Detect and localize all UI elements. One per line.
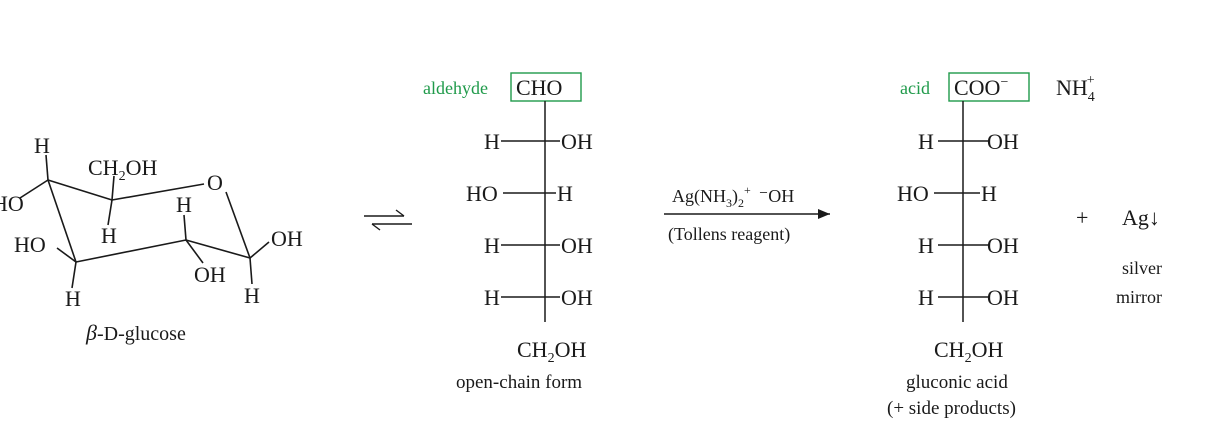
open-row3-right: OH — [561, 233, 593, 258]
aldehyde-label: aldehyde — [423, 78, 488, 98]
gluconic-row3-left: H — [918, 233, 934, 258]
open-ch2oh: CH2OH — [517, 337, 586, 366]
open-row2-right: H — [557, 181, 573, 206]
coo-group: COO− — [954, 75, 1008, 100]
atom-h-c4: H — [101, 223, 117, 248]
acid-label: acid — [900, 78, 930, 98]
open-chain: aldehyde CHO H OH HO H H OH H OH CH2OH o… — [423, 72, 593, 393]
aldehyde-box — [510, 72, 582, 102]
atom-h-c1: H — [244, 283, 260, 308]
gluconic-row4-right: OH — [987, 285, 1019, 310]
gluconic-row3-right: OH — [987, 233, 1019, 258]
gluconic-ch2oh: CH2OH — [934, 337, 1003, 366]
reagent-formula: Ag(NH3)2+⁻OH — [672, 183, 794, 210]
atom-ring-oxygen: O — [207, 170, 223, 195]
bond-oh-c2 — [185, 239, 204, 264]
reaction-arrowhead — [818, 209, 830, 219]
bond-oh-c1 — [249, 241, 270, 259]
ring-bond — [225, 191, 251, 259]
gluconic-row2-left: HO — [897, 181, 929, 206]
gluconic-row1-left: H — [918, 129, 934, 154]
glucose-caption-rest: -D-glucose — [97, 323, 186, 345]
glucose-caption: β-D-glucose — [85, 320, 186, 345]
atom-oh-c1: OH — [271, 226, 303, 251]
open-row3-left: H — [484, 233, 500, 258]
mirror-caption: mirror — [1116, 287, 1162, 307]
gluconic-row2-right: H — [981, 181, 997, 206]
open-row1-left: H — [484, 129, 500, 154]
open-row4-left: H — [484, 285, 500, 310]
tollens-arrow: Ag(NH3)2+⁻OH (Tollens reagent) — [664, 183, 830, 245]
gluconic-row1-right: OH — [987, 129, 1019, 154]
open-row4-right: OH — [561, 285, 593, 310]
silver-precipitate: Ag↓ — [1122, 205, 1160, 230]
open-row2-left: HO — [466, 181, 498, 206]
gluconic-row4-left: H — [918, 285, 934, 310]
bond-h-c2 — [183, 214, 187, 241]
bond-h-top — [45, 154, 49, 181]
acid-box — [948, 72, 1030, 102]
gluconic-acid: acid COO− NH4+ H OH HO H H OH H OH CH2OH… — [887, 72, 1095, 419]
bond-h-bottom — [71, 261, 77, 289]
atom-h-bottom-left: H — [65, 286, 81, 311]
cho-group: CHO — [516, 75, 562, 100]
plus-sign: + — [1076, 205, 1088, 230]
beta-symbol: β — [85, 320, 97, 345]
reagent-name: (Tollens reagent) — [668, 224, 790, 245]
gluconic-caption-sub: (+ side products) — [887, 398, 1016, 419]
equilibrium-arrow — [364, 209, 412, 231]
ammonium-ion: NH4+ — [1056, 73, 1095, 105]
gluconic-crossbars — [934, 140, 988, 298]
open-chain-crossbars — [501, 140, 560, 298]
bond-ch2oh — [111, 175, 115, 201]
atom-oh-c2: OH — [194, 262, 226, 287]
glucose-ring — [19, 154, 270, 289]
atom-ho-c3: HO — [14, 232, 46, 257]
atom-h-top-left: H — [34, 133, 50, 158]
gluconic-caption: gluconic acid — [906, 372, 1008, 393]
bond-h-c4 — [107, 199, 113, 226]
open-row1-right: OH — [561, 129, 593, 154]
bond-ho-left — [19, 179, 49, 199]
atom-ho-left: HO — [0, 191, 24, 216]
ring-bond — [47, 179, 113, 201]
ring-bond — [75, 239, 187, 263]
bond-ho-c3 — [56, 247, 77, 263]
silver-product: + Ag↓ silver mirror — [1076, 205, 1162, 307]
ring-bond — [111, 183, 205, 201]
bond-h-c1 — [249, 257, 253, 285]
glucose-ring-atoms: H CH2OH O HO H H HO OH OH H H — [0, 133, 303, 311]
open-chain-caption: open-chain form — [456, 372, 582, 393]
ring-bond — [185, 239, 251, 259]
atom-h-c2: H — [176, 192, 192, 217]
silver-caption: silver — [1122, 258, 1162, 278]
ring-bond — [47, 179, 77, 263]
atom-ch2oh: CH2OH — [88, 155, 157, 184]
